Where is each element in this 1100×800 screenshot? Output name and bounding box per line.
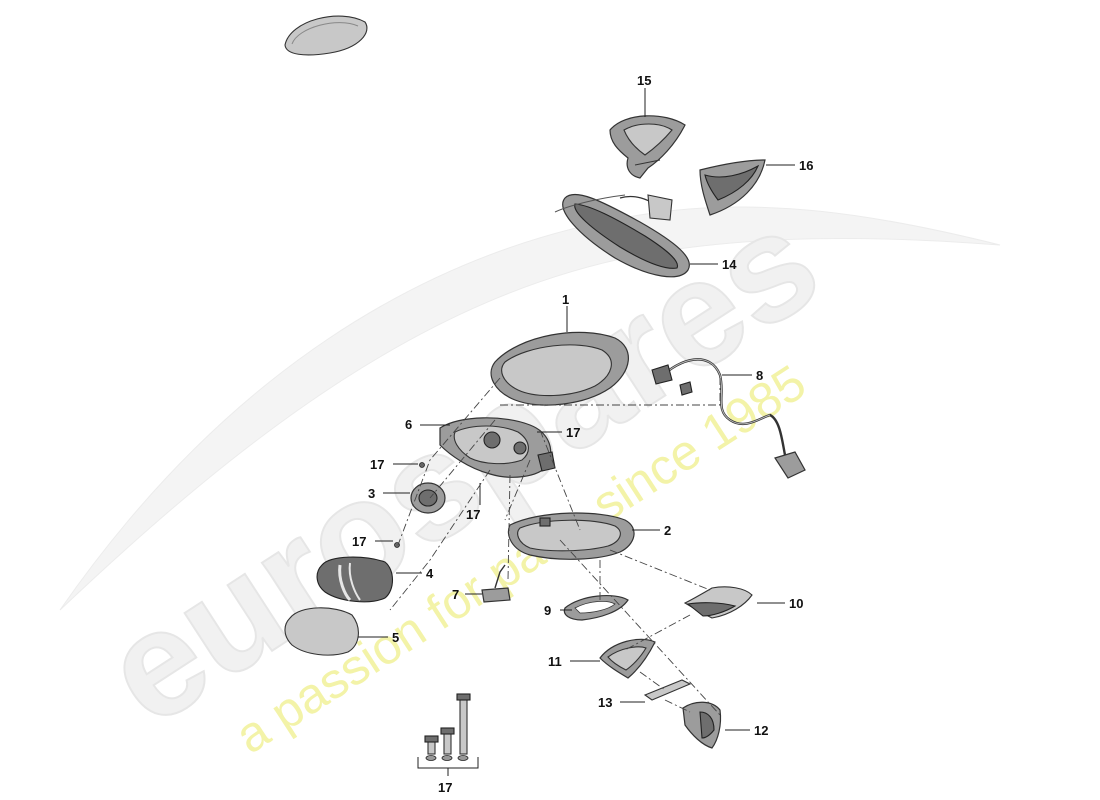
callout-17-b: 17 [352, 534, 366, 549]
callout-17-e: 17 [438, 780, 452, 795]
assembly-lines [389, 377, 721, 716]
callout-14: 14 [722, 257, 737, 272]
callout-4: 4 [426, 566, 434, 581]
callout-17-d: 17 [566, 425, 580, 440]
callout-6: 6 [405, 417, 412, 432]
callout-2: 2 [664, 523, 671, 538]
screw-a [419, 462, 425, 468]
part-14-interior-mirror [554, 193, 690, 278]
part-16-cover [699, 159, 766, 216]
part-1-mirror-housing [490, 331, 629, 406]
callout-12: 12 [754, 723, 768, 738]
part-cap-loose [284, 15, 368, 56]
callout-7: 7 [452, 587, 459, 602]
part-15-bracket-cover [609, 115, 686, 179]
part-9-gasket [563, 595, 629, 621]
callout-13: 13 [598, 695, 612, 710]
part-7-module [481, 564, 511, 603]
part-8-cable-harness [651, 358, 806, 479]
callout-8: 8 [756, 368, 763, 383]
callout-3: 3 [368, 486, 375, 501]
part-2-lower-housing [507, 512, 635, 560]
callout-17-a: 17 [370, 457, 384, 472]
bolt-set [424, 693, 471, 761]
part-4-mirror-glass [316, 556, 394, 603]
callout-11: 11 [548, 654, 562, 669]
callout-16: 16 [799, 158, 813, 173]
part-11-lamp-housing [599, 638, 656, 679]
callout-1: 1 [562, 292, 569, 307]
callout-17-c: 17 [466, 507, 480, 522]
part-10-trim [683, 586, 753, 619]
part-5-cover-cap [284, 607, 359, 656]
part-6-adjuster-motor [439, 417, 556, 478]
watermark-swoosh [59, 206, 1001, 611]
callout-5: 5 [392, 630, 399, 645]
callout-10: 10 [789, 596, 803, 611]
callout-9: 9 [544, 603, 551, 618]
part-13-lens [643, 679, 692, 701]
part-12-indicator-lamp [682, 701, 722, 749]
callout-15: 15 [637, 73, 651, 88]
